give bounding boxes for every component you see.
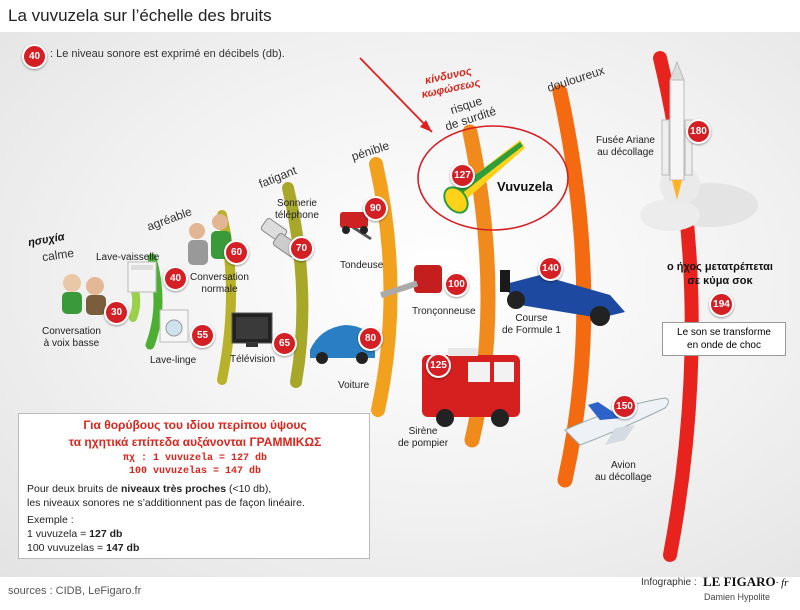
airplane-icon <box>564 397 669 446</box>
info-line3: Exemple : <box>27 514 74 526</box>
footer-sources: sources : CIDB, LeFigaro.fr <box>8 585 142 597</box>
info-greek-line2: τα ηχητικά επίπεδα αυξάνονται ΓΡΑΜΜΙΚΩΣ <box>68 435 322 449</box>
lawnmower-icon <box>340 212 372 240</box>
arrow-to-vuvuzela <box>359 57 433 133</box>
info-greek-line4: 100 vuvuzelas = 147 db <box>128 466 262 477</box>
rocket-icon <box>640 60 758 231</box>
info-box: Για θορύβους του ιδίου περίπου ύψους τα … <box>18 413 370 559</box>
footer-infographie: Infographie : <box>641 577 697 588</box>
info-line1: Pour deux bruits de niveaux très proches… <box>27 483 272 495</box>
info-line5: 100 vuvuzelas = 147 db <box>27 542 140 554</box>
badge-voiture: 80 <box>358 326 383 351</box>
figaro-logo: LE FIGARO· fr <box>703 574 789 589</box>
label-lave-vaisselle: Lave-vaisselle <box>96 252 160 263</box>
legend-text: : Le niveau sonore est exprimé en décibe… <box>50 48 285 60</box>
washing-machine-icon <box>159 309 189 343</box>
badge-conversation-normale: 60 <box>224 240 249 265</box>
formula-one-icon <box>500 270 625 326</box>
label-tronconneuse: Tronçonneuse <box>412 306 476 317</box>
info-line2: les niveaux sonores ne s’additionnent pa… <box>27 497 305 509</box>
greek-shock-line1: ο ήχος μετατρέπεται <box>667 261 773 273</box>
legend-db-badge: 40 <box>22 44 47 69</box>
label-television: Télévision <box>230 354 276 365</box>
label-lave-linge: Lave-linge <box>150 355 197 366</box>
info-greek-line1: Για θορύβους του ιδίου περίπου ύψους <box>83 418 307 432</box>
badge-conversation-basse: 30 <box>104 300 129 325</box>
arc-fatigant-2 <box>282 182 309 388</box>
people-conversation-icon <box>62 274 106 315</box>
infographic-title: La vuvuzela sur l’échelle des bruits <box>8 6 272 25</box>
badge-lave-vaisselle: 40 <box>163 266 188 291</box>
badge-avion: 150 <box>612 394 637 419</box>
greek-shock-line2: σε κύμα σοκ <box>687 275 753 287</box>
badge-formule1: 140 <box>538 256 563 281</box>
badge-sonnerie: 70 <box>289 236 314 261</box>
badge-vuvuzela: 127 <box>450 163 475 188</box>
television-icon <box>231 312 273 347</box>
badge-onde-choc: 194 <box>709 292 734 317</box>
footer-author: Damien Hypolite <box>704 592 771 602</box>
badge-tondeuse: 90 <box>363 196 388 221</box>
badge-tronconneuse: 100 <box>444 272 469 297</box>
chainsaw-icon <box>380 265 442 299</box>
arc-penible <box>369 157 398 417</box>
label-vuvuzela: Vuvuzela <box>497 179 553 194</box>
greek-shock-label: ο ήχος μετατρέπεται σε κύμα σοκ <box>650 260 790 288</box>
info-line4: 1 vuvuzela = 127 db <box>27 528 123 540</box>
badge-television: 65 <box>272 331 297 356</box>
label-voiture: Voiture <box>338 380 370 391</box>
badge-fusee: 180 <box>686 119 711 144</box>
vuvuzela-highlight-ellipse <box>417 125 569 231</box>
dishwasher-icon <box>127 261 157 293</box>
info-greek-line3: πχ : 1 vuvuzela = 127 db <box>122 453 268 464</box>
badge-sirene: 125 <box>426 353 451 378</box>
label-tondeuse: Tondeuse <box>340 260 384 271</box>
badge-lave-linge: 55 <box>190 323 215 348</box>
